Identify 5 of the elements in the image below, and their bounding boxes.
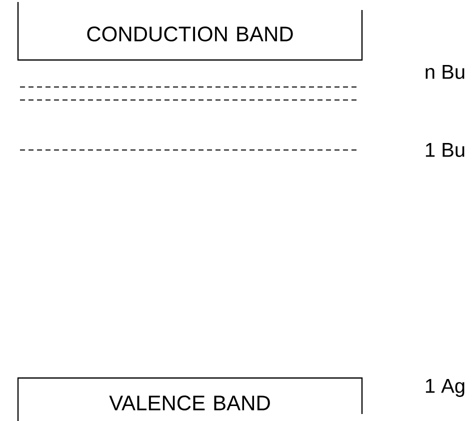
state-label: 1 Bu xyxy=(426,143,464,157)
energy-band-box: VALENCE BAND xyxy=(17,377,363,421)
state-label: 1 Ag xyxy=(426,379,464,397)
energy-band-box: CONDUCTION BAND xyxy=(17,2,363,61)
state-label: n Bu xyxy=(426,65,464,79)
